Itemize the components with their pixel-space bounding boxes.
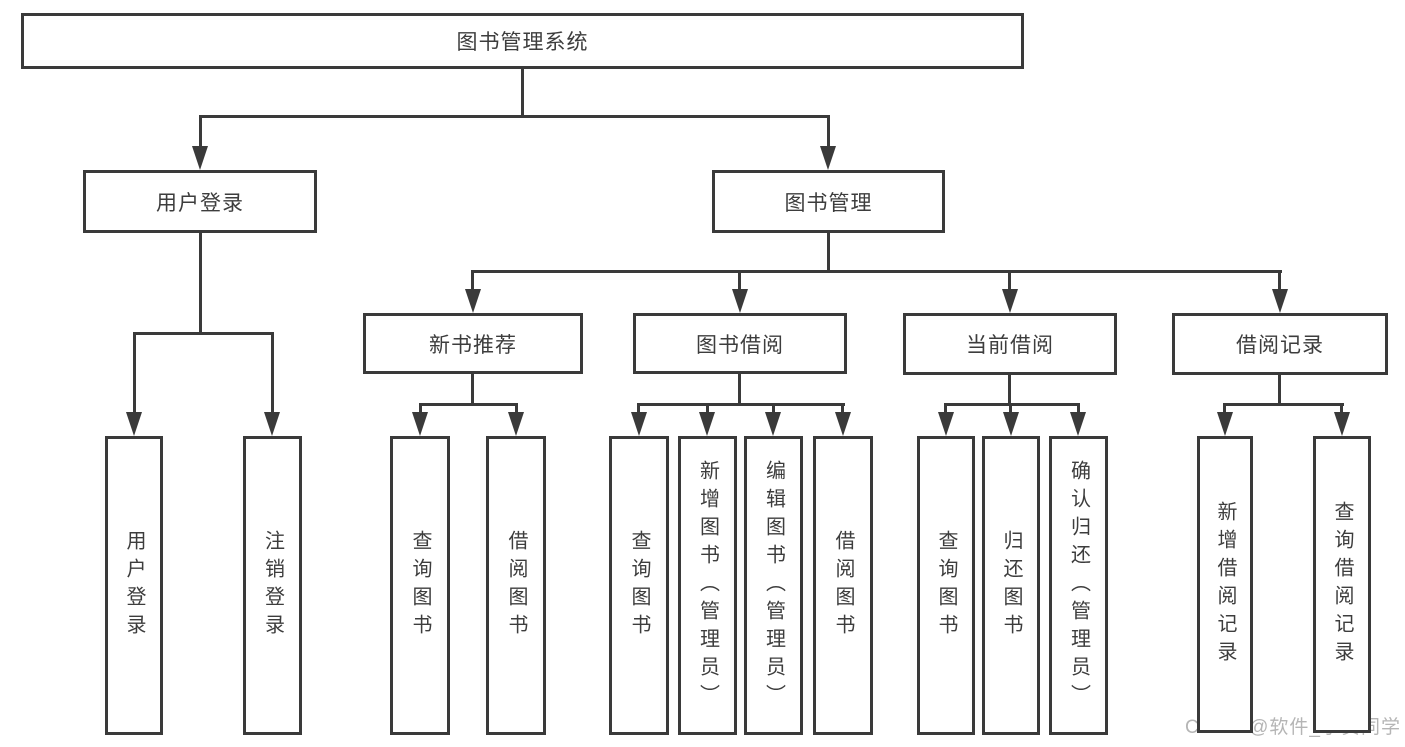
- arrowhead-icon-to-leaf-borrow-2: [835, 412, 851, 436]
- node-leaf-query-book-3: 查询图书: [917, 436, 975, 735]
- node-label-leaf-user-login: 用户登录: [123, 529, 145, 642]
- arrowhead-icon-to-leaf-user-login: [126, 412, 142, 436]
- node-leaf-edit-book: 编辑图书（管理员）: [744, 436, 803, 735]
- connector-level3-stub-4: [1278, 270, 1281, 289]
- node-label-leaf-return-book: 归还图书: [1000, 529, 1022, 642]
- node-current-borrowing: 当前借阅: [903, 313, 1117, 375]
- node-label-leaf-query-book-1: 查询图书: [409, 529, 431, 642]
- node-label-leaf-logout: 注销登录: [261, 529, 284, 642]
- node-label-leaf-add-book: 新增图书（管理员）: [696, 459, 719, 712]
- node-leaf-borrow-book-2: 借阅图书: [813, 436, 873, 735]
- connector-level2-bar: [199, 115, 830, 118]
- connector-userlogin-stub-l: [133, 332, 136, 412]
- node-label-leaf-borrow-book-2: 借阅图书: [832, 529, 854, 642]
- arrowhead-icon-to-leaf-logout: [264, 412, 280, 436]
- connector-newbook-stub-r: [515, 403, 518, 412]
- connector-records-bar: [1223, 403, 1344, 406]
- arrowhead-icon-to-leaf-query-record: [1334, 412, 1350, 436]
- connector-currentborrow-stub-2: [1009, 403, 1012, 412]
- arrowhead-icon-to-leaf-add-book: [699, 412, 715, 436]
- node-label-leaf-query-record: 查询借阅记录: [1331, 500, 1353, 669]
- connector-level2-stub-right: [827, 115, 830, 146]
- node-label-leaf-query-book-2: 查询图书: [628, 529, 650, 642]
- arrowhead-icon-to-leaf-return: [1003, 412, 1019, 436]
- connector-newbook-stub-l: [419, 403, 422, 412]
- node-system-root: 图书管理系统: [21, 13, 1024, 69]
- connector-level3-stub-2: [738, 270, 741, 289]
- connector-userlogin-bar: [133, 332, 274, 335]
- node-leaf-return-book: 归还图书: [982, 436, 1040, 735]
- arrowhead-icon-to-leaf-query-3: [938, 412, 954, 436]
- connector-bookborrow-stub-2: [706, 403, 709, 412]
- arrowhead-icon-to-leaf-query-2: [631, 412, 647, 436]
- connector-currentborrow-bar: [944, 403, 1080, 406]
- node-leaf-query-record: 查询借阅记录: [1313, 436, 1371, 733]
- connector-level3-bar: [471, 270, 1282, 273]
- node-leaf-query-book-2: 查询图书: [609, 436, 669, 735]
- connector-currentborrow-stub-3: [1077, 403, 1080, 412]
- connector-records-stub-l: [1223, 403, 1226, 412]
- arrowhead-icon-to-book-management: [820, 146, 836, 170]
- node-leaf-add-record: 新增借阅记录: [1197, 436, 1253, 733]
- connector-currentborrow-stub-1: [944, 403, 947, 412]
- node-label-new-book-recommend: 新书推荐: [429, 333, 517, 357]
- arrowhead-icon-to-leaf-add-record: [1217, 412, 1233, 436]
- connector-currentborrow-stem: [1008, 375, 1011, 405]
- connector-bookborrow-stem: [738, 374, 741, 405]
- connector-level2-stub-left: [199, 115, 202, 146]
- connector-newbook-stem: [471, 374, 474, 405]
- node-user-login: 用户登录: [83, 170, 317, 233]
- node-new-book-recommend: 新书推荐: [363, 313, 583, 374]
- connector-records-stub-r: [1340, 403, 1343, 412]
- node-leaf-logout: 注销登录: [243, 436, 302, 735]
- connector-root-stem: [521, 69, 524, 118]
- arrowhead-icon-to-records: [1272, 289, 1288, 313]
- node-borrowing-records: 借阅记录: [1172, 313, 1388, 375]
- arrowhead-icon-to-leaf-confirm: [1070, 412, 1086, 436]
- node-leaf-borrow-book-1: 借阅图书: [486, 436, 546, 735]
- connector-level3-stub-1: [471, 270, 474, 289]
- node-label-leaf-query-book-3: 查询图书: [935, 529, 957, 642]
- node-label-system-root: 图书管理系统: [456, 31, 589, 54]
- connector-userlogin-stem: [199, 233, 202, 335]
- connector-userlogin-stub-r: [271, 332, 274, 412]
- connector-bookborrow-stub-1: [637, 403, 640, 412]
- connector-level3-stub-3: [1008, 270, 1011, 289]
- arrowhead-icon-to-leaf-edit-book: [765, 412, 781, 436]
- node-label-book-borrowing: 图书借阅: [696, 333, 784, 357]
- arrowhead-icon-to-leaf-borrow-1: [508, 412, 524, 436]
- connector-bookmgmt-stem: [827, 233, 830, 273]
- arrowhead-icon-to-book-borrowing: [732, 289, 748, 313]
- arrowhead-icon-to-new-book: [465, 289, 481, 313]
- node-book-borrowing: 图书借阅: [633, 313, 847, 374]
- node-label-current-borrowing: 当前借阅: [966, 334, 1054, 357]
- node-label-leaf-borrow-book-1: 借阅图书: [505, 529, 527, 642]
- arrowhead-icon-to-user-login: [192, 146, 208, 170]
- node-label-user-login: 用户登录: [156, 191, 244, 215]
- arrowhead-icon-to-leaf-query-1: [412, 412, 428, 436]
- node-leaf-add-book: 新增图书（管理员）: [678, 436, 737, 735]
- node-leaf-user-login: 用户登录: [105, 436, 163, 735]
- connector-bookborrow-stub-4: [841, 403, 844, 412]
- node-label-borrowing-records: 借阅记录: [1236, 334, 1324, 357]
- node-label-leaf-confirm-return: 确认归还（管理员）: [1067, 459, 1090, 712]
- connector-bookborrow-stub-3: [772, 403, 775, 412]
- node-book-management: 图书管理: [712, 170, 945, 233]
- node-leaf-query-book-1: 查询图书: [390, 436, 450, 735]
- node-label-leaf-add-record: 新增借阅记录: [1214, 500, 1236, 669]
- connector-bookborrow-bar: [637, 403, 845, 406]
- connector-newbook-bar: [419, 403, 518, 406]
- node-leaf-confirm-return: 确认归还（管理员）: [1049, 436, 1108, 735]
- node-label-book-management: 图书管理: [784, 191, 873, 215]
- node-label-leaf-edit-book: 编辑图书（管理员）: [762, 459, 785, 712]
- arrowhead-icon-to-current-borrow: [1002, 289, 1018, 313]
- connector-records-stem: [1278, 375, 1281, 405]
